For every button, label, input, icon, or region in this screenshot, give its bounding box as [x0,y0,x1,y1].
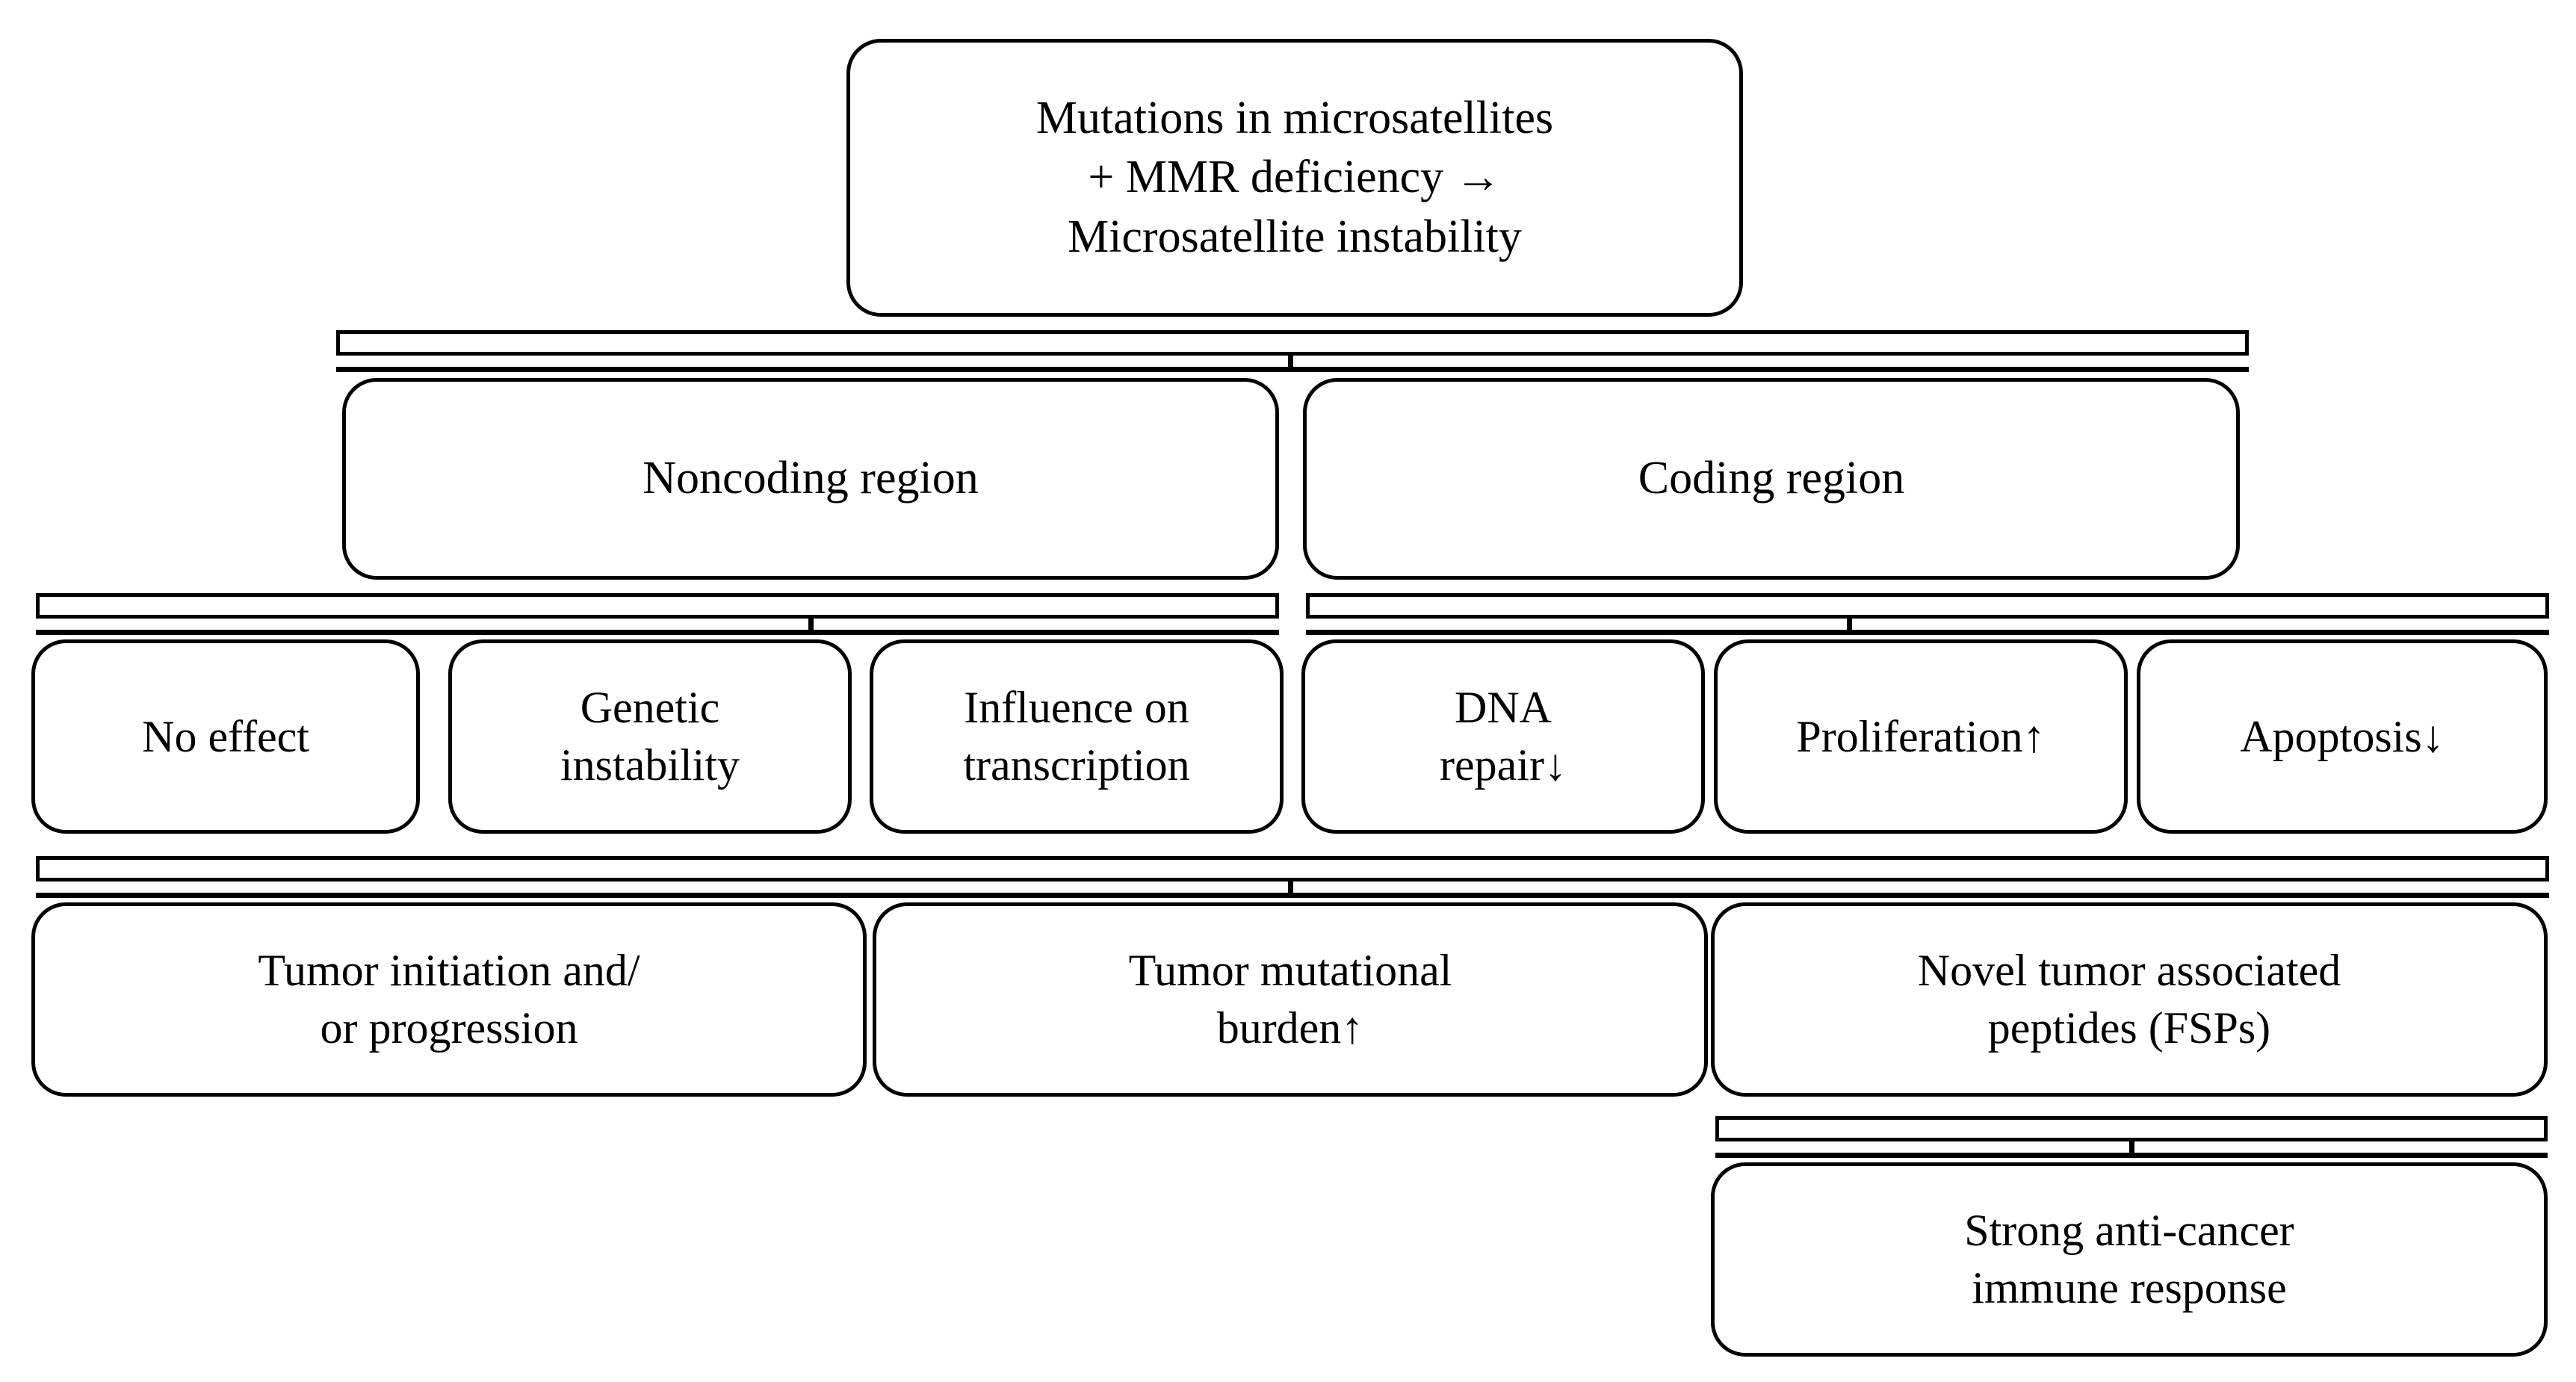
connector-line-level5 [1715,1153,2548,1158]
node-noncoding-region: Noncoding region [342,378,1279,580]
connector-stub-level3-noncoding [808,619,814,633]
node-label: Novel tumor associated peptides (FSPs) [1917,946,2341,1053]
connector-line-level4 [36,893,2549,898]
node-label: Noncoding region [643,453,979,504]
node-dna-repair: DNA repair↓ [1301,639,1705,834]
node-label: Apoptosis↓ [2240,711,2445,761]
node-tumor-initiation-progression: Tumor initiation and/ or progression [31,902,867,1097]
node-genetic-instability: Genetic instability [448,639,852,834]
connector-line-level3-noncoding [36,630,1279,635]
node-label: Strong anti-cancer immune response [1964,1206,2294,1313]
node-microsatellite-instability: Mutations in microsatellites + MMR defic… [846,39,1743,317]
node-label: Coding region [1638,453,1905,504]
connector-stub-level5 [2129,1141,2134,1156]
node-label: Mutations in microsatellites + MMR defic… [1035,92,1554,262]
node-label: No effect [142,711,309,761]
connector-bar-level3-noncoding [36,593,1279,619]
connector-line-level2 [336,367,2249,372]
node-influence-on-transcription: Influence on transcription [870,639,1284,834]
node-strong-anticancer-immune-response: Strong anti-cancer immune response [1711,1162,2548,1357]
connector-bar-level5 [1715,1116,2548,1141]
node-label: Tumor initiation and/ or progression [258,946,640,1053]
node-label: Influence on transcription [963,683,1190,790]
connector-stub-level3-coding [1847,619,1852,633]
connector-stub-level2 [1288,356,1293,371]
node-tumor-mutational-burden: Tumor mutational burden↑ [873,902,1708,1097]
node-label: Proliferation↑ [1796,711,2046,761]
node-proliferation: Proliferation↑ [1714,639,2128,834]
node-label: Tumor mutational burden↑ [1128,946,1452,1053]
connector-bar-level2 [336,330,2249,356]
node-label: DNA repair↓ [1440,683,1567,790]
connector-stub-level4 [1288,881,1293,896]
node-apoptosis: Apoptosis↓ [2137,639,2548,834]
node-novel-tumor-associated-peptides: Novel tumor associated peptides (FSPs) [1711,902,2548,1097]
node-label: Genetic instability [560,683,740,790]
connector-line-level3-coding [1306,630,2549,635]
node-no-effect: No effect [31,639,420,834]
connector-bar-level4 [36,856,2549,881]
node-coding-region: Coding region [1303,378,2240,580]
connector-bar-level3-coding [1306,593,2549,619]
